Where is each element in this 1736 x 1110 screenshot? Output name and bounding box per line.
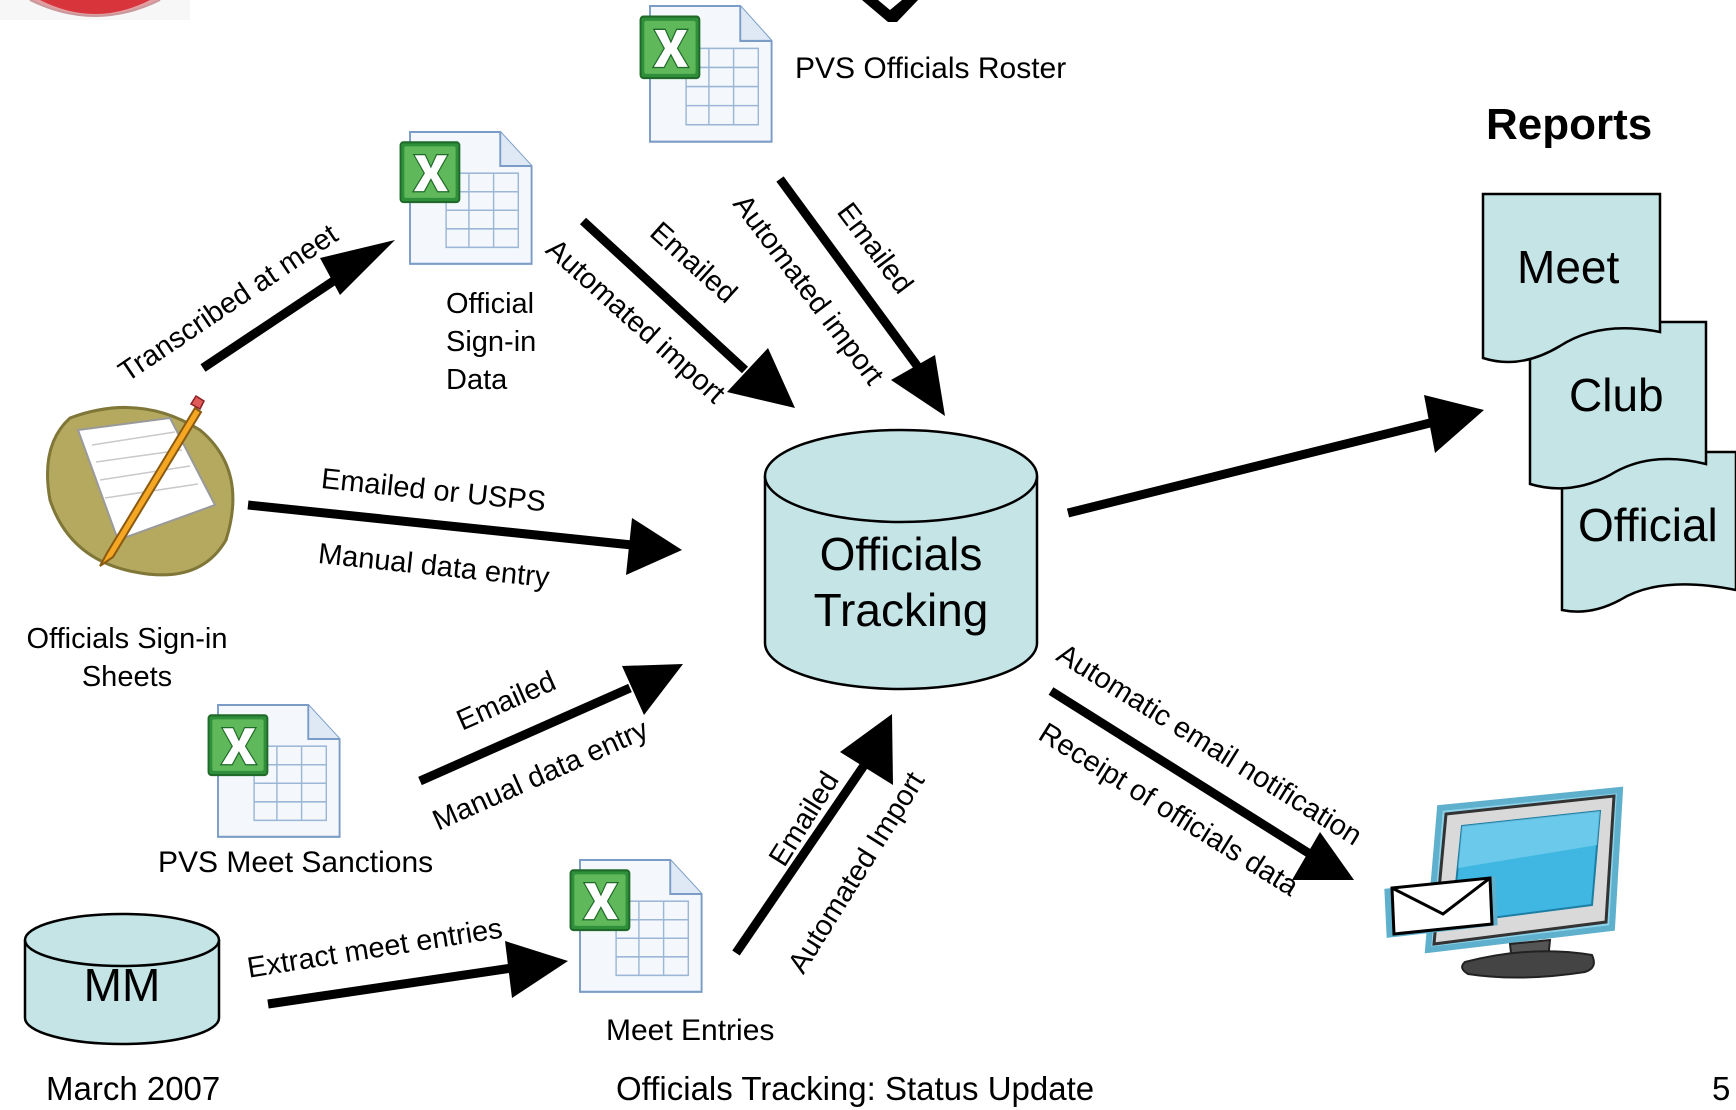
spreadsheet-icon [569,858,703,993]
report-meet: Meet [1517,241,1620,293]
arrow-roster-to-tracking [776,176,945,416]
arrow-mm-to-entries [267,941,568,1009]
footer-page-number: 5 [1712,1070,1731,1107]
signin-sheets-label: Officials Sign-in Sheets [26,623,228,693]
arrow-signin-to-tracking [579,217,795,408]
spreadsheet-icon [207,703,341,838]
arrow-tracking-to-computer [1048,687,1354,880]
tracking-db-label: Officials Tracking [765,526,1037,638]
arrow-sanctions-to-tracking [418,664,683,786]
report-document-icon [1481,192,1736,613]
footer-date: March 2007 [46,1070,221,1107]
meet-entries-label: Meet Entries [606,1014,775,1047]
mm-db-label: MM [83,959,161,1011]
logo [0,0,190,20]
tracking-db-line2: Tracking [813,584,989,636]
envelope-icon [1384,876,1498,938]
spreadsheet-icon [639,4,773,143]
report-official: Official [1578,499,1718,551]
meet-sanctions-label: PVS Meet Sanctions [158,846,434,879]
mm-database [23,912,221,1046]
reports-title: Reports [1486,100,1653,149]
tracking-db-line1: Officials [819,528,983,580]
notepad-pencil-icon [46,394,235,577]
spreadsheet-icon [399,130,533,265]
arrow-transcribed [200,240,395,372]
officials-tracking-database [763,428,1039,691]
arrow-entries-to-tracking [732,714,893,956]
flow-arrows [200,176,1484,1009]
report-club: Club [1569,369,1664,421]
title-fragment [862,0,918,22]
signin-data-label: Official Sign-in Data [446,288,537,396]
roster-label: PVS Officials Roster [795,52,1067,85]
footer-title: Officials Tracking: Status Update [616,1070,1095,1107]
arrow-sheets-to-tracking [247,500,682,575]
arrow-tracking-to-reports [1066,395,1484,518]
